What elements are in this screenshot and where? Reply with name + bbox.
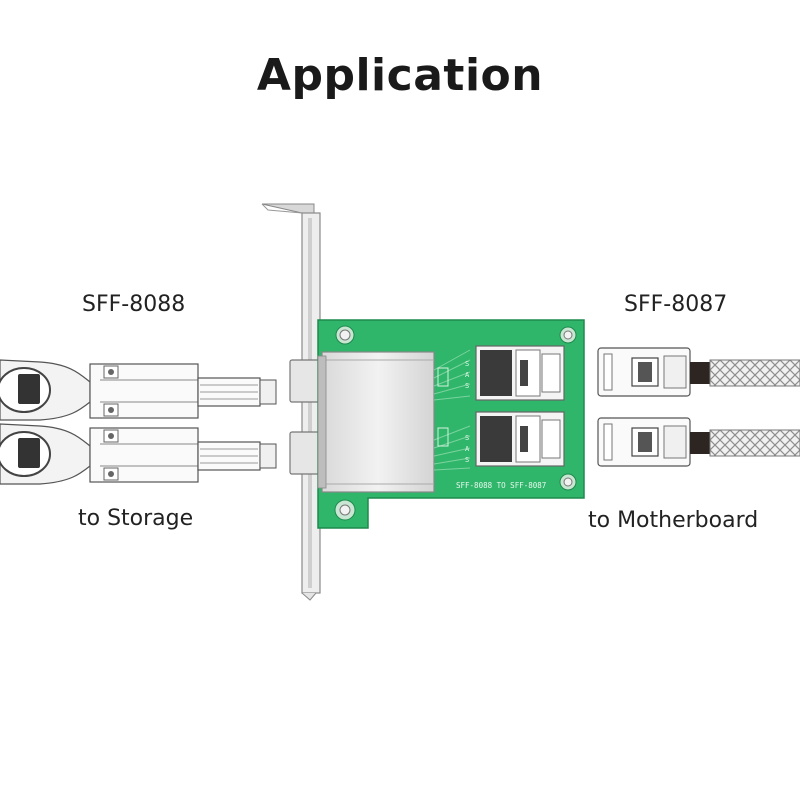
sas-letter: A [465,371,470,379]
sff-8088-cable-bottom [0,423,277,485]
internal-port-top [475,345,565,401]
sff-8087-label: SFF-8087 [624,292,728,317]
sas-letter: S [465,434,469,442]
sff-8087-cable-bottom [597,417,800,467]
sas-letter: A [465,445,470,453]
board-silkscreen: SFF-8088 TO SFF-8087 [456,481,546,490]
pci-bracket [261,203,321,601]
sff-8088-cable-top [0,359,277,421]
sas-letter: S [465,456,469,464]
to-storage-label: to Storage [78,506,194,531]
sas-letter: S [465,382,469,390]
page-title: Application [256,50,544,101]
to-motherboard-label: to Motherboard [588,508,759,533]
sff-8088-label: SFF-8088 [82,292,186,317]
adapter-board: S A S S A S SFF-8088 TO SFF-8087 [317,319,585,529]
mount-hole-icon [334,325,577,521]
sff-8087-cable-top [597,347,800,397]
sas-letter: S [465,360,469,368]
internal-port-bottom [475,411,565,467]
